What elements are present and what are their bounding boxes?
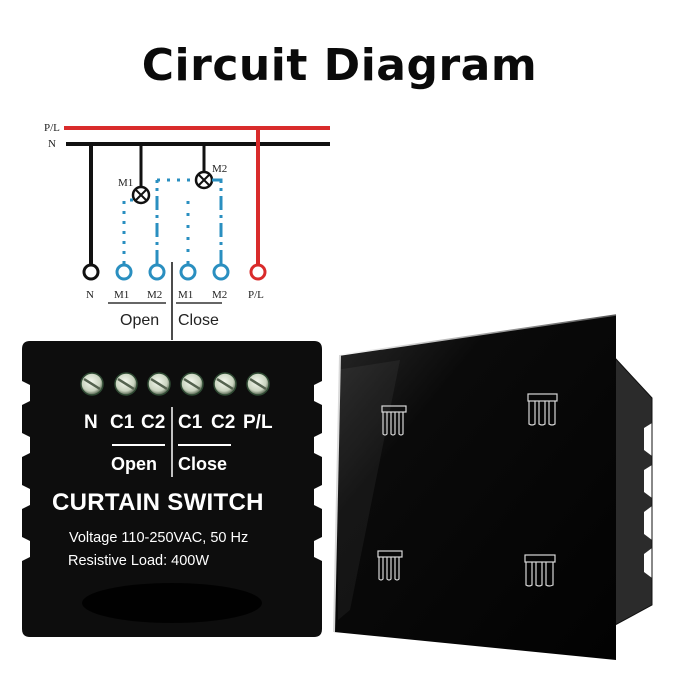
motor1-label: M1 [118,177,133,189]
module-terminal-pl: P/L [243,412,273,433]
terminal-n [82,263,100,281]
module-terminal-n: N [84,412,98,433]
module-terminal-close-c2: C2 [211,412,236,433]
screw-icon [114,372,138,396]
terminal-close-m2 [212,263,230,281]
module-name: CURTAIN SWITCH [52,489,264,516]
group-label-open: Open [120,312,159,329]
page-title: Circuit Diagram [141,40,538,91]
switch-module: N C1 C2 C1 C2 P/L Open Close CURTAIN SWI… [22,341,322,637]
curtain-button-bottom-left[interactable] [377,550,403,581]
panel-body [333,314,653,660]
curtain-button-bottom-right[interactable] [524,554,556,587]
motor-wiring [122,178,223,264]
terminal-label-n: N [86,289,94,301]
terminal-label-open-m1: M1 [114,289,129,301]
screw-icon [80,372,104,396]
terminal-pl [249,263,267,281]
circuit-diagram: P/L N M1 M2 N M1 M2 M1 M2 P/L [44,122,330,340]
motor1-icon [131,185,151,205]
live-bus-label: P/L [44,122,60,134]
terminal-open-m1 [115,263,133,281]
terminal-open-m2 [148,263,166,281]
module-terminal-open-c1: C1 [110,412,135,433]
module-spec-load: Resistive Load: 400W [68,553,210,569]
curtain-button-top-right[interactable] [527,393,558,426]
touch-panel [330,310,679,679]
screw-icon [180,372,204,396]
terminal-label-close-m2: M2 [212,289,227,301]
module-body [22,341,322,637]
module-terminal-open-c2: C2 [141,412,166,433]
terminal-label-pl: P/L [248,289,264,301]
terminal-close-m1 [179,263,197,281]
screw-icon [147,372,171,396]
screw-icon [246,372,270,396]
group-label-close: Close [178,312,219,329]
neutral-bus-label: N [48,138,56,150]
screw-icon [213,372,237,396]
motor2-icon [194,170,214,190]
module-terminal-close-c1: C1 [178,412,203,433]
terminal-screws [80,372,270,396]
curtain-button-top-left[interactable] [381,405,407,436]
module-group-close: Close [178,454,228,474]
module-group-open: Open [111,454,158,474]
terminal-label-close-m1: M1 [178,289,193,301]
motor2-label: M2 [212,163,227,175]
module-spec-voltage: Voltage 110-250VAC, 50 Hz [69,530,249,546]
terminal-label-open-m2: M2 [147,289,162,301]
